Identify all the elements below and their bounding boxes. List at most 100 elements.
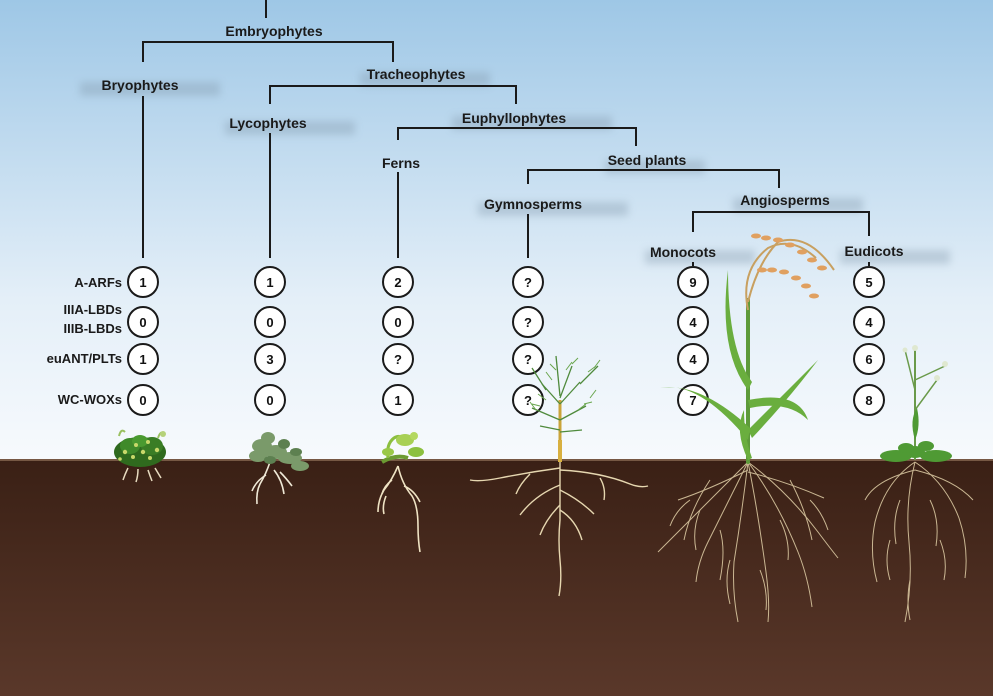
count-bryophytes-3: 0 (127, 384, 159, 416)
count-ferns-0: 2 (382, 266, 414, 298)
count-value: 9 (689, 275, 696, 290)
count-bryophytes-0: 1 (127, 266, 159, 298)
phylogenetic-tree (142, 0, 870, 266)
count-value: 0 (394, 315, 401, 330)
count-circle (382, 384, 414, 416)
count-ferns-3: 1 (382, 384, 414, 416)
count-circle (254, 384, 286, 416)
count-value: 1 (139, 352, 146, 367)
count-circle (677, 343, 709, 375)
count-eudicots-2: 6 (853, 343, 885, 375)
count-value: 8 (865, 393, 872, 408)
count-value: ? (524, 275, 532, 290)
count-lycophytes-0: 1 (254, 266, 286, 298)
soil-background (0, 459, 993, 696)
count-value: ? (524, 352, 532, 367)
count-circle (127, 266, 159, 298)
seed-plants-label: Seed plants (608, 152, 687, 168)
count-value: 3 (266, 352, 273, 367)
tracheophytes-node (269, 85, 517, 104)
count-circle (127, 384, 159, 416)
count-circle (512, 343, 544, 375)
count-circle (677, 266, 709, 298)
count-circle (254, 343, 286, 375)
sky-background (0, 0, 993, 460)
count-circle (853, 266, 885, 298)
count-circle (677, 306, 709, 338)
euphyllophytes-node (397, 127, 637, 146)
monocot-illustration (657, 233, 839, 623)
count-circle (382, 343, 414, 375)
embryophytes-node (142, 41, 394, 62)
row-label-wc-woxs: WC-WOXs (58, 392, 122, 407)
count-circle (512, 306, 544, 338)
row-label-iiia-lbds: IIIA-LBDs (64, 302, 123, 317)
count-ferns-2: ? (382, 343, 414, 375)
count-ferns-1: 0 (382, 306, 414, 338)
count-circle (853, 343, 885, 375)
row-label-a-arfs: A-ARFs (74, 275, 122, 290)
count-lycophytes-2: 3 (254, 343, 286, 375)
row-label-iiib-lbds: IIIB-LBDs (64, 321, 123, 336)
count-circle (127, 306, 159, 338)
count-value: 4 (865, 315, 873, 330)
count-circle (382, 266, 414, 298)
count-value: 0 (139, 315, 146, 330)
count-eudicots-3: 8 (853, 384, 885, 416)
count-monocots-3: 7 (677, 384, 709, 416)
seed-plants-node (527, 169, 780, 188)
count-monocots-0: 9 (677, 266, 709, 298)
row-label-euant-plts: euANT/PLTs (47, 351, 122, 366)
count-value: 1 (139, 275, 146, 290)
count-value: 5 (865, 275, 872, 290)
count-bryophytes-2: 1 (127, 343, 159, 375)
lycophyte-illustration (249, 432, 309, 505)
count-value: 4 (689, 315, 697, 330)
count-value: ? (394, 352, 402, 367)
count-value: 1 (394, 393, 401, 408)
tracheophytes-label: Tracheophytes (367, 66, 466, 82)
count-lycophytes-3: 0 (254, 384, 286, 416)
count-value: 6 (865, 352, 872, 367)
count-value: 1 (266, 275, 273, 290)
count-value: 0 (266, 315, 273, 330)
lycophytes-label: Lycophytes (229, 115, 306, 131)
bryophyte-illustration (114, 429, 166, 483)
count-lycophytes-1: 0 (254, 306, 286, 338)
count-eudicots-0: 5 (853, 266, 885, 298)
count-circle (512, 384, 544, 416)
count-value: 2 (394, 275, 401, 290)
eudicots-label: Eudicots (844, 243, 903, 259)
angiosperms-node (692, 211, 870, 236)
count-bryophytes-1: 0 (127, 306, 159, 338)
count-circle (853, 384, 885, 416)
bryophytes-label: Bryophytes (101, 77, 178, 93)
angiosperms-label: Angiosperms (740, 192, 830, 208)
count-circle (382, 306, 414, 338)
eudicot-illustration (864, 345, 974, 623)
embryophytes-label: Embryophytes (225, 23, 322, 39)
count-gymnosperms-0: ? (512, 266, 544, 298)
count-gymnosperms-3: ? (512, 384, 544, 416)
ferns-label: Ferns (382, 155, 420, 171)
count-circle (254, 306, 286, 338)
count-monocots-1: 4 (677, 306, 709, 338)
count-gymnosperms-1: ? (512, 306, 544, 338)
count-circle (512, 266, 544, 298)
count-value: 4 (689, 352, 697, 367)
count-value: ? (524, 393, 532, 408)
count-value: ? (524, 315, 532, 330)
count-gymnosperms-2: ? (512, 343, 544, 375)
monocots-label: Monocots (650, 244, 716, 260)
count-eudicots-1: 4 (853, 306, 885, 338)
count-circle (853, 306, 885, 338)
gymnosperms-label: Gymnosperms (484, 196, 582, 212)
count-grid: 1 0 1 0 1 0 3 0 2 0? 1???? 9 4 4 7 5 4 6 8 (127, 266, 885, 416)
count-value: 7 (689, 393, 696, 408)
count-value: 0 (266, 393, 273, 408)
count-value: 0 (139, 393, 146, 408)
count-circle (254, 266, 286, 298)
euphyllophytes-label: Euphyllophytes (462, 110, 566, 126)
